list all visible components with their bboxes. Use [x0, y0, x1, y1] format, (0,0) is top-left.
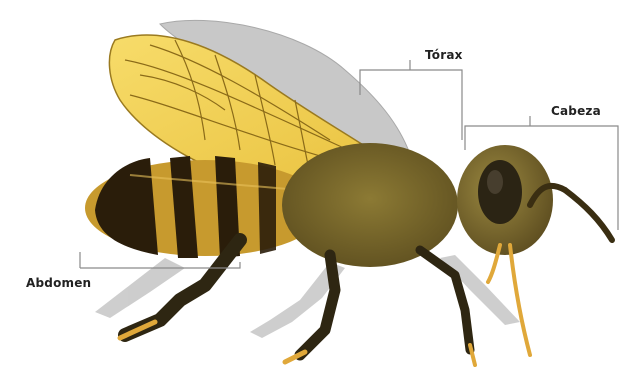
head — [457, 145, 553, 255]
compound-eye — [478, 160, 522, 224]
label-abdomen: Abdomen — [26, 276, 91, 290]
thorax — [282, 143, 458, 267]
label-cabeza: Cabeza — [551, 104, 601, 118]
label-torax: Tórax — [425, 48, 463, 62]
